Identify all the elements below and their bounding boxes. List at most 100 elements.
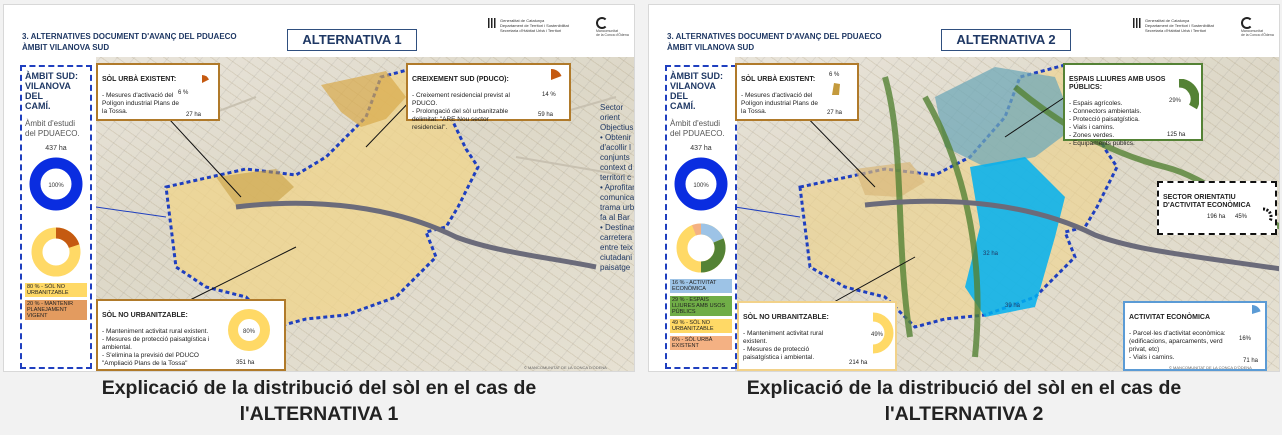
legend-item-espais: 29 % - ESPAIS LLIURES AMB USOS PÚBLICS — [670, 296, 732, 316]
slice-mark — [1252, 305, 1261, 314]
donut-slice — [872, 312, 894, 354]
box-pct: 16% — [1239, 336, 1252, 342]
callout-line-nourb — [185, 246, 297, 303]
box-espais-lliures: ESPAIS LLIURES AMB USOS PÚBLICS: - Espai… — [1063, 63, 1203, 147]
box-ha: 214 ha — [849, 360, 868, 366]
urban-area-shape — [855, 162, 925, 197]
total-donut-label: 100% — [48, 183, 64, 189]
green-corridor-1 — [882, 76, 913, 338]
box-pct: 6 % — [178, 90, 189, 96]
sidebar-ambit: ÀMBIT SUD: VILANOVA DEL CAMÍ. Àmbit d'es… — [20, 65, 92, 369]
box-sol-urba: SÒL URBÀ EXISTENT: - Mesures d'activació… — [735, 63, 859, 121]
slide-header-title: 3. ALTERNATIVES DOCUMENT D'AVANÇ DEL PDU… — [667, 32, 882, 52]
slide-header-title: 3. ALTERNATIVES DOCUMENT D'AVANÇ DEL PDU… — [22, 32, 237, 52]
callout-line-nourb — [824, 256, 916, 308]
box-title: SÒL NO URBANITZABLE: — [743, 314, 829, 321]
box-ha: 71 ha — [1243, 358, 1259, 364]
generalitat-logo: Generalitat de Catalunya Departament de … — [1133, 18, 1233, 33]
box-sol-urba: SÒL URBÀ EXISTENT: - Mesures d'activació… — [96, 63, 220, 121]
caption-alternativa-2: Explicació de la distribució del sòl en … — [746, 377, 1182, 425]
box-sol-no-urbanitzable: SÒL NO URBANITZABLE: - Manteniment activ… — [737, 301, 897, 371]
activity-area-shape — [965, 157, 1065, 317]
split-donut-chart — [31, 227, 81, 277]
side-text-objectius: Sector orient Objectius: • Obtenir u d'a… — [600, 103, 635, 272]
highway-line — [235, 200, 597, 270]
legend-item-urba: 6% - SÒL URBÀ EXISTENT — [670, 336, 732, 350]
donut-label: 49% — [871, 332, 884, 338]
box-text: - Mesures d'activació del Polígon indust… — [102, 92, 179, 115]
box-creixement-sud: CREIXEMENT SUD (PDUCO): - Creixement res… — [406, 63, 571, 131]
donut-slice — [1178, 79, 1199, 110]
map-drawing — [96, 63, 634, 329]
box-text: - Espais agrícoles. - Connectors ambient… — [1069, 100, 1142, 147]
legend-item-no-urbanitzable: 49 % - SÒL NO URBANITZABLE — [670, 319, 732, 333]
donut-chart: 29% — [1169, 79, 1199, 110]
donut-label: 80% — [243, 329, 256, 335]
slice-mark — [202, 75, 209, 83]
caption-alternativa-1: Explicació de la distribució del sòl en … — [101, 377, 537, 425]
alternative-label: ALTERNATIVA 1 — [287, 29, 417, 51]
legend-item-activitat: 16 % - ACTIVITAT ECONÒMICA — [670, 279, 732, 293]
slide-alternativa-1: 3. ALTERNATIVES DOCUMENT D'AVANÇ DEL PDU… — [3, 4, 635, 372]
public-space-area — [935, 67, 1075, 167]
map-label-b: 39 ha — [1005, 303, 1021, 309]
split-donut-slice-urba — [692, 223, 702, 236]
box-title: SECTOR ORIENTATIU D'ACTIVITAT ECONÒMICA — [1163, 194, 1251, 209]
donut-chart: 80% — [228, 309, 270, 351]
sidebar-text: Àmbit d'estudi del PDUAECO. — [670, 119, 725, 138]
slice-chart — [551, 69, 562, 80]
sidebar-link-line — [96, 206, 167, 218]
box-title: SÒL NO URBANITZABLE: — [102, 312, 188, 319]
green-corridor-2 — [922, 95, 981, 358]
donut-ring — [228, 309, 270, 351]
box-pct: 6 % — [829, 72, 840, 78]
box-title: CREIXEMENT SUD (PDUCO): — [412, 76, 509, 83]
alternative-label: ALTERNATIVA 2 — [941, 29, 1071, 51]
total-donut-label: 100% — [693, 183, 709, 189]
slice-mark — [551, 69, 562, 80]
total-donut-chart: 100% — [29, 157, 83, 211]
box-sector-orientatiu: SECTOR ORIENTATIU D'ACTIVITAT ECONÒMICA … — [1157, 181, 1277, 235]
box-title: SÒL URBÀ EXISTENT: — [741, 76, 816, 83]
box-title: SÒL URBÀ EXISTENT: — [102, 76, 177, 83]
total-donut-ring — [674, 157, 728, 211]
slice-chart — [1262, 207, 1273, 222]
slide-alternativa-2: 3. ALTERNATIVES DOCUMENT D'AVANÇ DEL PDU… — [648, 4, 1280, 372]
slice-chart — [202, 75, 209, 83]
split-donut-slice — [55, 227, 80, 249]
generalitat-emblem-icon — [488, 18, 497, 28]
sidebar-ambit: ÀMBIT SUD: VILANOVA DEL CAMÍ. Àmbit d'es… — [665, 65, 737, 369]
box-pct: 45% — [1235, 214, 1248, 220]
urban-area-shape — [216, 169, 294, 207]
legend-item-no-urbanitzable: 80 % - SÒL NO URBANITZABLE — [25, 283, 87, 297]
total-donut-chart: 100% — [674, 157, 728, 211]
box-text: - Manteniment activitat rural existent. … — [102, 328, 210, 367]
box-pct: 14 % — [542, 92, 556, 98]
map-copyright: © MANCOMUNITAT DE LA CONCA D'ÒDENA — [524, 365, 607, 370]
sidebar-title: ÀMBIT SUD: VILANOVA DEL CAMÍ. — [25, 71, 78, 111]
donut-chart: 49% — [871, 312, 894, 354]
slice-mark — [832, 83, 840, 95]
box-ha: 351 ha — [236, 360, 255, 366]
box-text: - Creixement residencial previst al PDUC… — [412, 92, 510, 131]
box-ha: 196 ha — [1207, 214, 1226, 220]
box-sol-no-urbanitzable: SÒL NO URBANITZABLE: - Manteniment activ… — [96, 299, 286, 371]
box-text: - Mesures d'activació del Polígon indust… — [741, 92, 818, 115]
sidebar-hectares: 437 ha — [690, 145, 712, 152]
box-title: ACTIVITAT ECONÒMICA — [1129, 314, 1211, 321]
mancomunitat-swirl-icon — [1241, 17, 1253, 29]
box-activitat-economica: ACTIVITAT ECONÒMICA - Parcel·les d'activ… — [1123, 301, 1267, 371]
map-label-a: 32 ha — [983, 251, 999, 257]
mancomunitat-logo: Mancomunitat de la Conca d'Òdena — [1241, 17, 1279, 37]
slice-mark — [1262, 207, 1273, 222]
box-ha: 27 ha — [186, 112, 202, 118]
callout-line-espais — [1004, 96, 1066, 138]
box-ha: 59 ha — [538, 112, 554, 118]
split-donut-slice-espais — [700, 238, 726, 273]
legend-item-planejament: 20 % - MANTENIR PLANEJAMENT VIGENT — [25, 300, 87, 320]
box-text: - Manteniment activitat rural existent. … — [743, 330, 824, 361]
sidebar-text: Àmbit d'estudi del PDUAECO. — [25, 119, 80, 138]
split-donut-slice-activitat — [700, 223, 724, 244]
map-copyright: © MANCOMUNITAT DE LA CONCA D'ÒDENA — [1169, 365, 1252, 370]
